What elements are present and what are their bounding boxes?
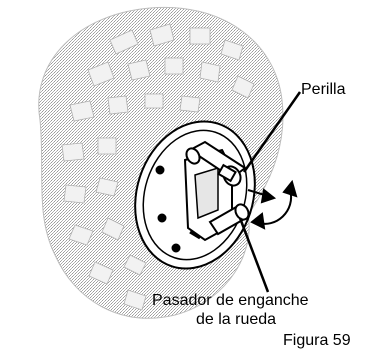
pin-label-line2: de la rueda: [196, 311, 276, 329]
figure-caption: Figura 59: [283, 332, 351, 350]
knob-label: Perilla: [301, 81, 345, 99]
pin-label-line1: Pasador de enganche: [152, 292, 309, 310]
